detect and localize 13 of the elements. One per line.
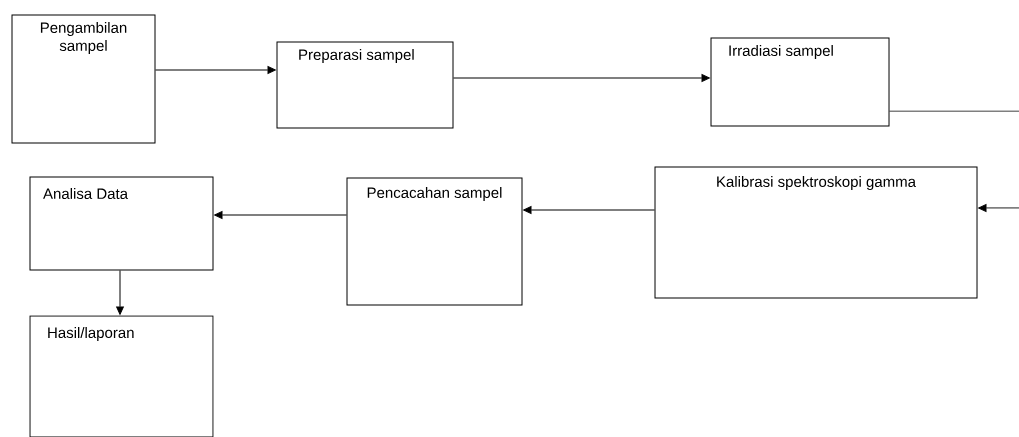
process-box: Preparasi sampel	[276, 41, 454, 129]
process-box: Analisa Data	[29, 176, 214, 271]
arrow	[214, 211, 347, 219]
arrow	[453, 74, 710, 82]
process-box: Hasil/laporan	[29, 315, 214, 437]
arrow	[155, 66, 276, 74]
process-box: Pengambilan sampel	[11, 14, 156, 144]
process-box: Pencacahan sampel	[346, 177, 523, 306]
arrow	[523, 206, 655, 214]
process-box: Irradiasi sampel	[710, 37, 890, 127]
process-box: Kalibrasi spektroskopi gamma	[654, 166, 978, 299]
arrow	[978, 204, 1019, 212]
arrow	[116, 270, 124, 315]
